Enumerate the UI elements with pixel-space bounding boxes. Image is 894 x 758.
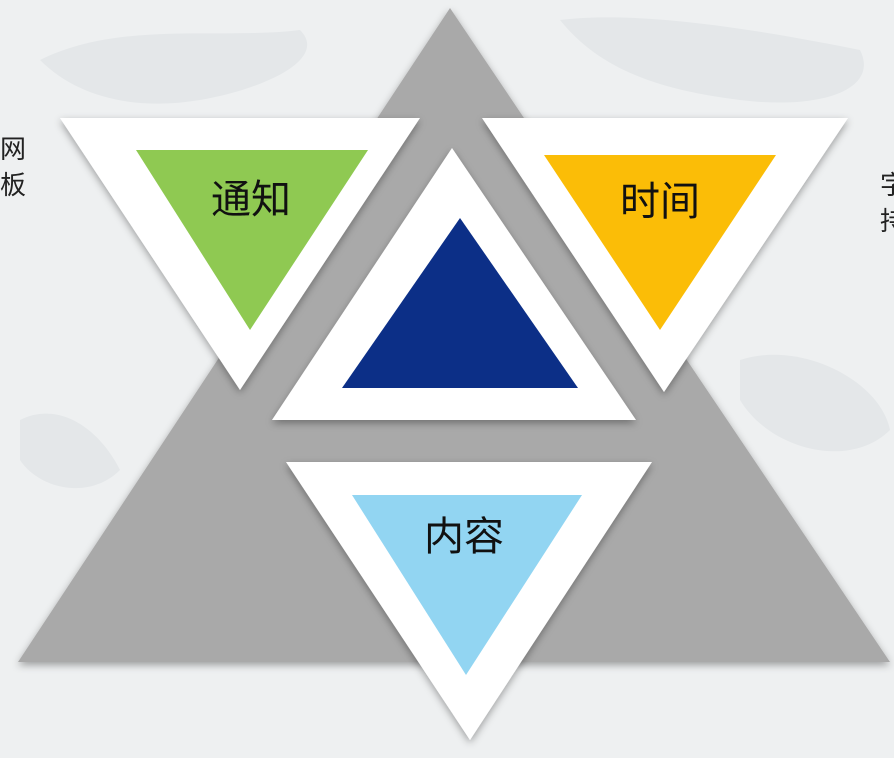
right-edge-text: 字 持	[880, 171, 894, 237]
time-triangle	[544, 155, 776, 330]
notice-triangle	[136, 150, 368, 330]
notice-label: 通知	[211, 177, 291, 223]
left-edge-text: 网 板	[0, 135, 27, 201]
time-label: 时间	[620, 179, 700, 225]
background-map	[20, 17, 890, 489]
content-label: 内容	[424, 514, 504, 560]
content-triangle	[352, 495, 582, 675]
center-triangle	[342, 218, 578, 388]
